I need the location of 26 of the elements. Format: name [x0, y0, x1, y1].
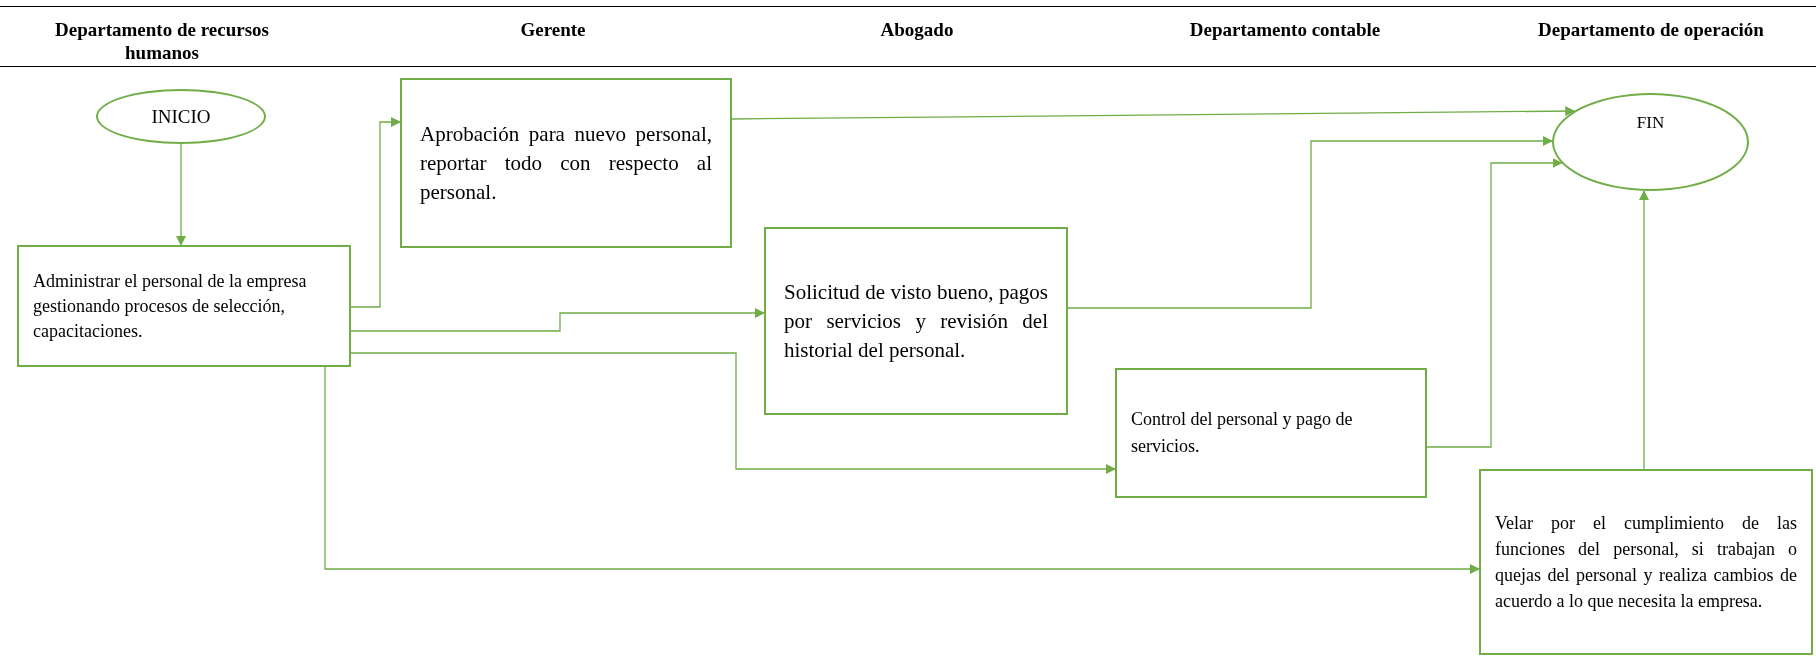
process-text: Solicitud de visto bueno, pagos por servicios y revisión del historial del personal. — [784, 278, 1048, 364]
arrow — [1639, 190, 1649, 470]
process-box — [400, 78, 732, 248]
process-box — [17, 245, 351, 367]
lane-header: Departamento de operación — [1537, 18, 1765, 41]
arrow — [1426, 158, 1563, 448]
process-box — [1115, 368, 1427, 498]
process-box — [764, 227, 1068, 415]
arrow — [324, 366, 1480, 574]
arrow — [176, 143, 186, 246]
arrow — [731, 106, 1576, 120]
process-text: Velar por el cumplimiento de las funciones del personal, si trabajan o quejas del personal y realiza cambios de acuerdo a lo que necesita la empresa. — [1495, 512, 1797, 613]
process-box — [1479, 469, 1813, 655]
arrow — [350, 352, 1116, 474]
lane-header: Abogado — [879, 18, 955, 41]
arrow — [1067, 136, 1553, 309]
oval-label: INICIO — [151, 105, 211, 128]
process-text: Aprobación para nuevo personal, reportar todo con respecto al personal. — [420, 120, 712, 206]
lane-header: Gerente — [519, 18, 587, 41]
process-text: Control del personal y pago de servicios. — [1131, 408, 1354, 458]
process-text: Administrar el personal de la empresa gestionando procesos de selección, capacitaciones. — [33, 269, 308, 343]
lane-header: Departamento contable — [1188, 18, 1382, 41]
arrow — [350, 117, 401, 308]
oval-label: FIN — [1636, 113, 1665, 133]
arrow — [350, 308, 765, 332]
lane-header: Departamento de recursos humanos — [54, 18, 270, 64]
